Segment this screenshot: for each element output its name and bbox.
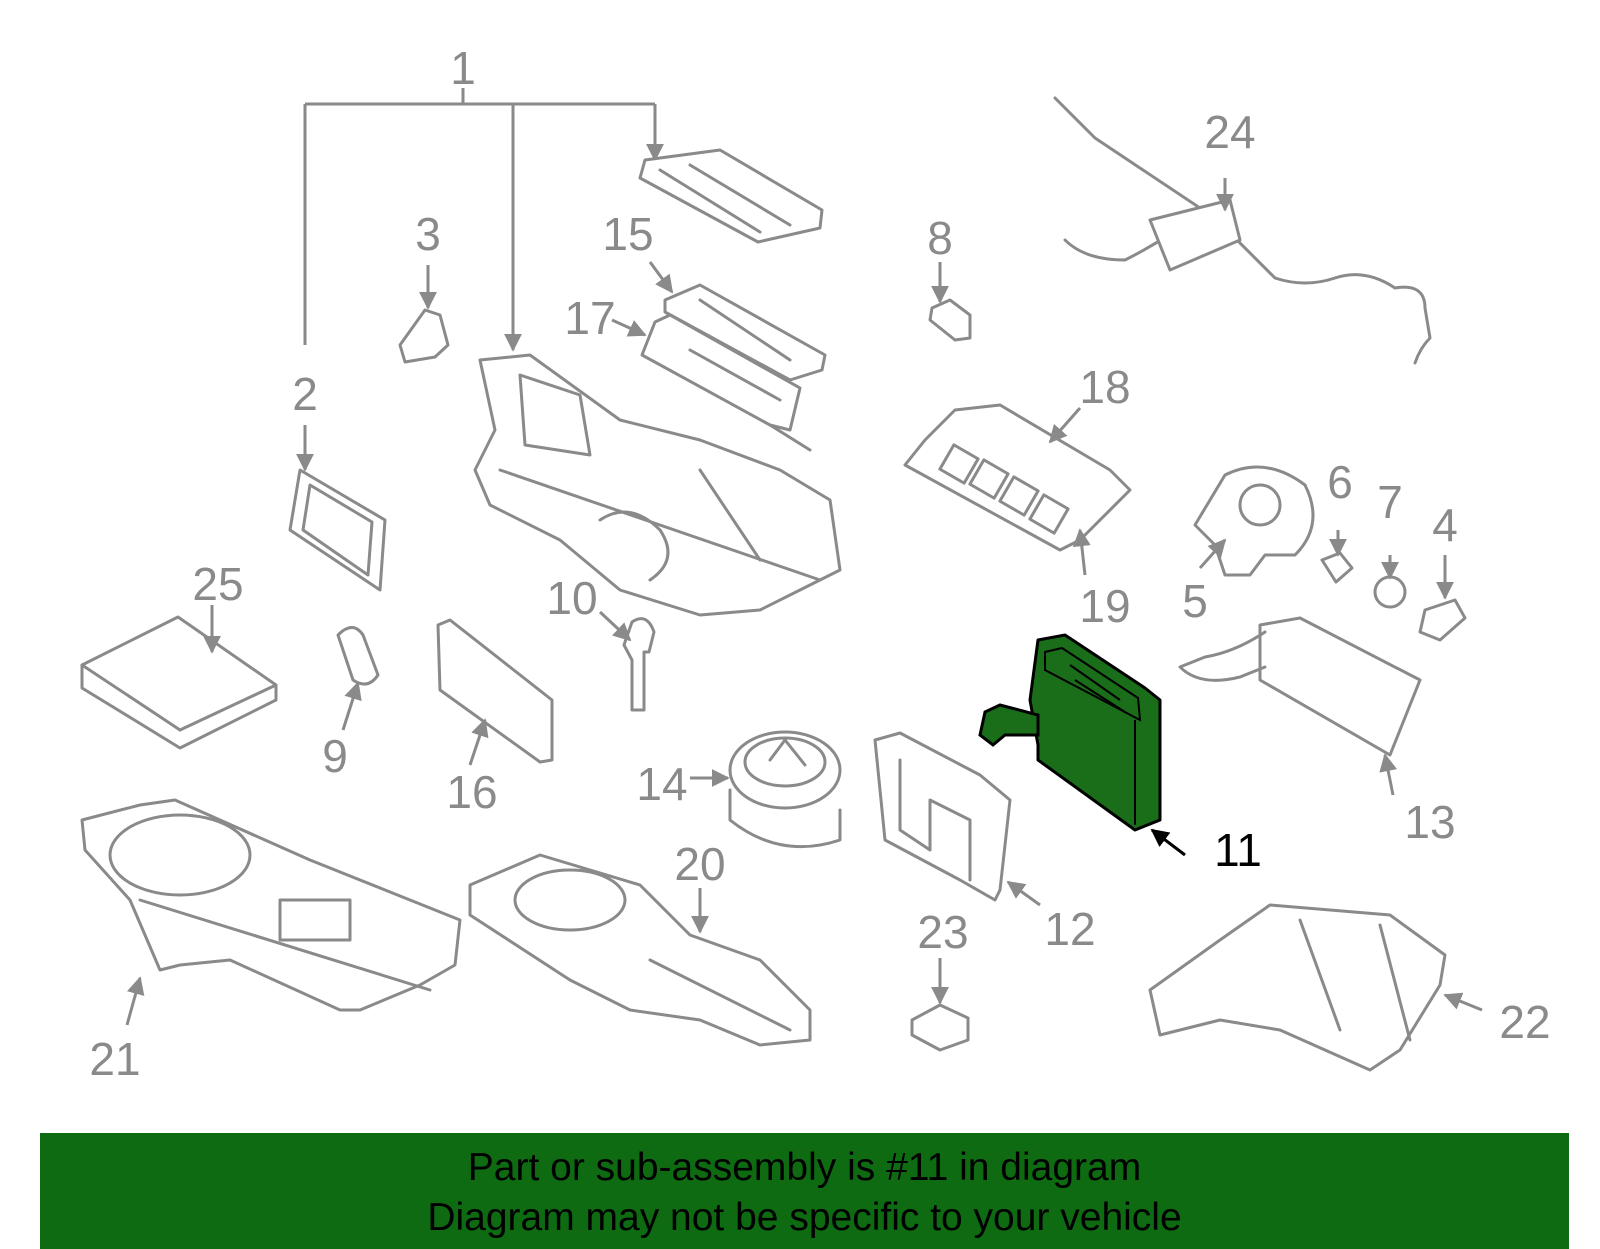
callout-2: 2 bbox=[292, 368, 318, 420]
part-5 bbox=[1193, 465, 1315, 577]
part-3 bbox=[398, 308, 450, 364]
callout-6: 6 bbox=[1327, 456, 1353, 508]
part-17 bbox=[640, 313, 812, 452]
callout-11: 11 bbox=[1214, 824, 1262, 876]
part-11-evaporator bbox=[978, 633, 1162, 832]
part-13 bbox=[1178, 616, 1422, 757]
callout-1: 1 bbox=[450, 42, 476, 94]
part-4 bbox=[1418, 598, 1467, 642]
callout-8: 8 bbox=[927, 212, 953, 264]
part-main-housing bbox=[473, 353, 842, 617]
callout-18: 18 bbox=[1079, 361, 1130, 413]
callout-9: 9 bbox=[322, 730, 348, 782]
callout-19: 19 bbox=[1079, 580, 1130, 632]
callout-20: 20 bbox=[674, 838, 725, 890]
callout-15: 15 bbox=[602, 208, 653, 260]
callout-24: 24 bbox=[1204, 106, 1255, 158]
part-22 bbox=[1148, 903, 1447, 1072]
part-top-tray bbox=[638, 148, 824, 244]
callout-10: 10 bbox=[546, 572, 597, 624]
callout-22: 22 bbox=[1499, 996, 1550, 1048]
callout-14: 14 bbox=[636, 758, 687, 810]
callout-5: 5 bbox=[1182, 575, 1208, 627]
part-14 bbox=[728, 730, 842, 849]
part-25 bbox=[80, 615, 278, 750]
info-banner: Part or sub-assembly is #11 in diagram D… bbox=[40, 1133, 1569, 1249]
callout-23: 23 bbox=[917, 906, 968, 958]
part-8 bbox=[928, 298, 972, 342]
part-18 bbox=[903, 403, 1132, 552]
banner-line-1: Part or sub-assembly is #11 in diagram bbox=[467, 1146, 1142, 1189]
part-10 bbox=[622, 617, 656, 712]
callout-12: 12 bbox=[1044, 903, 1095, 955]
part-23 bbox=[910, 1003, 970, 1052]
callout-25: 25 bbox=[192, 558, 243, 610]
part-21 bbox=[80, 798, 462, 1012]
callout-17: 17 bbox=[564, 292, 615, 344]
part-6 bbox=[1320, 551, 1354, 584]
callout-1-bracket bbox=[303, 88, 664, 352]
part-20 bbox=[468, 853, 812, 1047]
part-12 bbox=[873, 731, 1012, 902]
part-16 bbox=[436, 618, 554, 764]
part-15 bbox=[663, 283, 827, 382]
callout-3: 3 bbox=[415, 208, 441, 260]
callout-16: 16 bbox=[446, 766, 497, 818]
callout-21: 21 bbox=[89, 1033, 140, 1085]
part-9 bbox=[336, 626, 380, 686]
part-24 bbox=[1053, 96, 1432, 365]
part-7 bbox=[1373, 575, 1407, 609]
callout-13: 13 bbox=[1404, 796, 1455, 848]
callout-7: 7 bbox=[1377, 476, 1403, 528]
part-2 bbox=[288, 468, 387, 592]
callout-4: 4 bbox=[1432, 499, 1458, 551]
callout-labels: 1 2 3 4 5 6 7 8 9 10 11 12 13 14 15 16 1… bbox=[89, 42, 1550, 1085]
leader-lines bbox=[125, 178, 1483, 1026]
banner-line-2: Diagram may not be specific to your vehi… bbox=[427, 1196, 1182, 1239]
